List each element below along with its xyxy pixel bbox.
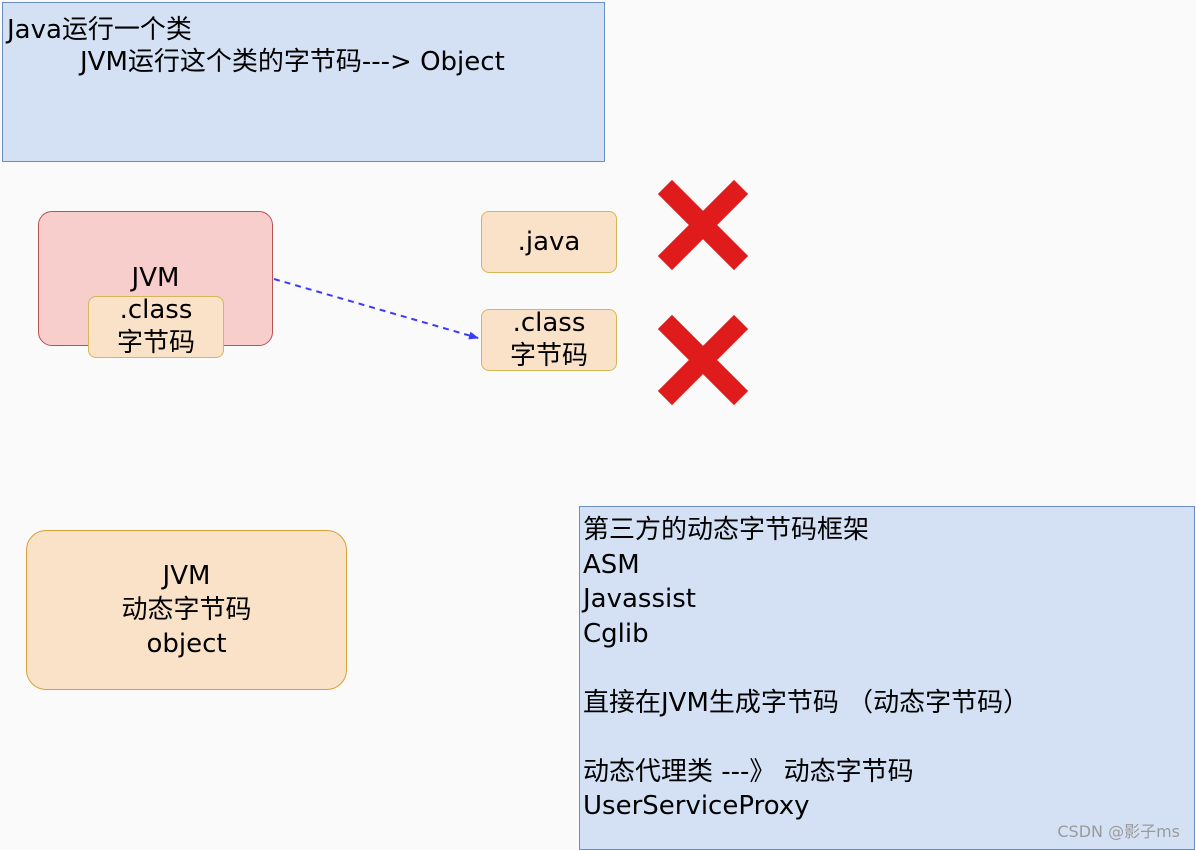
dynamic-box-line-2: 动态字节码 bbox=[121, 595, 252, 625]
top-note: Java运行一个类 JVM运行这个类的字节码---> Object bbox=[2, 2, 605, 162]
top-note-line-2: JVM运行这个类的字节码---> Object bbox=[80, 47, 505, 77]
jvm-bytecode-label: 字节码 bbox=[116, 328, 195, 358]
dashed-arrow bbox=[273, 278, 479, 340]
framework-line: Cglib bbox=[583, 618, 649, 649]
watermark: CSDN @影子ms bbox=[1057, 822, 1180, 841]
top-note-line-1: Java运行一个类 bbox=[7, 15, 192, 45]
jvm-box-title: JVM bbox=[131, 263, 180, 293]
dynamic-bytecode-box: JVM 动态字节码 object bbox=[26, 530, 347, 690]
class-file-box: .class 字节码 bbox=[481, 308, 617, 371]
framework-line: 直接在JVM生成字节码 （动态字节码） bbox=[583, 687, 1030, 718]
java-file-label: .java bbox=[517, 226, 581, 257]
jvm-class-bytecode-box: .class 字节码 bbox=[88, 295, 224, 358]
framework-line: ASM bbox=[583, 549, 640, 580]
dynamic-box-line-3: object bbox=[146, 629, 227, 659]
class-file-label: .class bbox=[512, 308, 586, 338]
framework-line: 动态代理类 ---》 动态字节码 bbox=[583, 756, 914, 787]
framework-line: UserServiceProxy bbox=[583, 791, 810, 821]
red-cross-icon bbox=[657, 314, 749, 406]
java-file-box: .java bbox=[481, 211, 617, 273]
red-cross-icon bbox=[657, 179, 749, 271]
framework-note: 第三方的动态字节码框架 ASM Javassist Cglib 直接在JVM生成… bbox=[579, 506, 1195, 850]
framework-line: Javassist bbox=[583, 584, 696, 614]
dynamic-box-line-1: JVM bbox=[162, 561, 211, 591]
jvm-class-label: .class bbox=[119, 295, 193, 325]
framework-line: 第三方的动态字节码框架 bbox=[583, 515, 870, 545]
class-file-bytecode-label: 字节码 bbox=[509, 341, 588, 371]
